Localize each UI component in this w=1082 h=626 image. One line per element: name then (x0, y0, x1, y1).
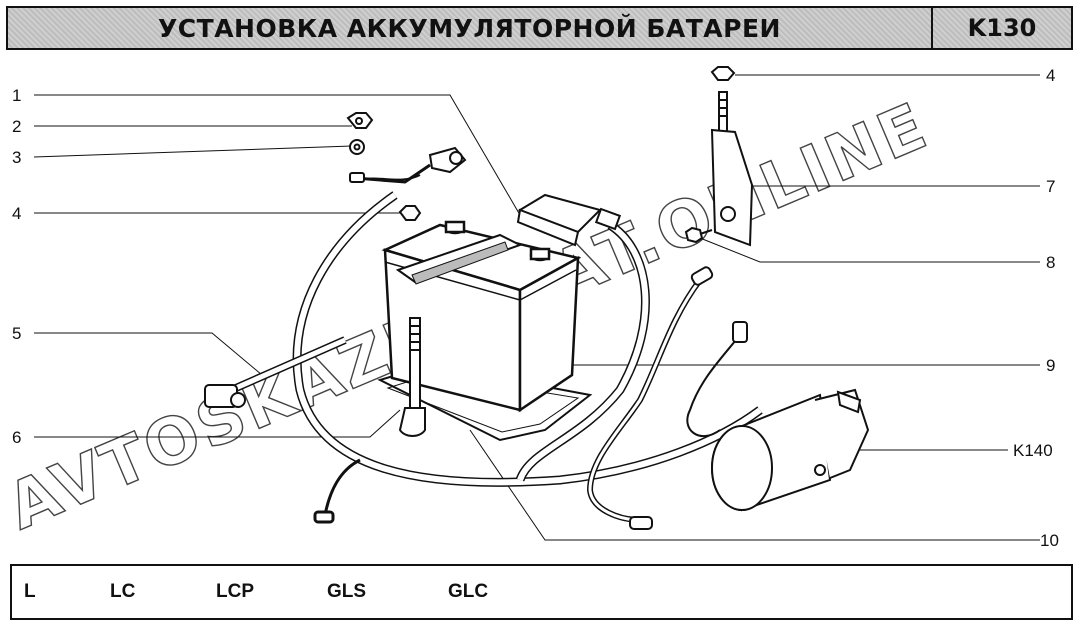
callout-10: 10 (1040, 531, 1059, 550)
hold-down-clamp (395, 233, 523, 285)
callout-7: 7 (1046, 177, 1055, 196)
callout-8: 8 (1046, 253, 1055, 272)
section-code: K130 (967, 14, 1037, 42)
terminal-clamp (349, 146, 467, 184)
page-title: УСТАНОВКА АККУМУЛЯТОРНОЙ БАТАРЕИ (8, 8, 933, 48)
page-header: УСТАНОВКА АККУМУЛЯТОРНОЙ БАТАРЕИ K130 (6, 6, 1073, 50)
variant-lcp: LCP (216, 581, 254, 602)
cable-lugs (629, 266, 748, 530)
callouts-right: 4 7 8 9 K140 10 (1013, 66, 1059, 550)
terminal-cover (516, 193, 622, 247)
callouts-left: 1 2 3 4 5 6 (12, 86, 21, 447)
hold-down-rod (398, 317, 426, 437)
variant-lc: LC (110, 581, 136, 602)
battery-clamp-lead (204, 336, 347, 408)
callout-5: 5 (12, 324, 21, 343)
positive-cable (515, 221, 741, 523)
callout-6: 6 (12, 428, 21, 447)
callout-4-right: 4 (1046, 66, 1055, 85)
callout-1: 1 (12, 86, 21, 105)
exploded-diagram: AVTOSKAZKA.CAT.ONLINE (0, 52, 1082, 562)
leader-lines-right (469, 74, 1040, 541)
nut (346, 112, 374, 129)
variant-glc: GLC (448, 581, 489, 602)
battery-installation-illustration: AVTOSKAZKA.CAT.ONLINE (0, 66, 1059, 550)
mounting-bracket (710, 66, 754, 247)
callout-9: 9 (1046, 356, 1055, 375)
star-washer (349, 139, 365, 155)
callout-4: 4 (12, 204, 21, 223)
callout-3: 3 (12, 148, 21, 167)
nut-center (398, 205, 422, 221)
ground-lead (313, 458, 361, 524)
variant-l: L (24, 581, 36, 602)
starter-motor (711, 388, 870, 512)
callout-2: 2 (12, 117, 21, 136)
variant-footer: L LC LCP GLS GLC (10, 564, 1073, 620)
leader-lines-left (33, 94, 521, 438)
bolt (684, 226, 713, 244)
variant-gls: GLS (327, 581, 367, 602)
callout-k140: K140 (1013, 441, 1053, 460)
